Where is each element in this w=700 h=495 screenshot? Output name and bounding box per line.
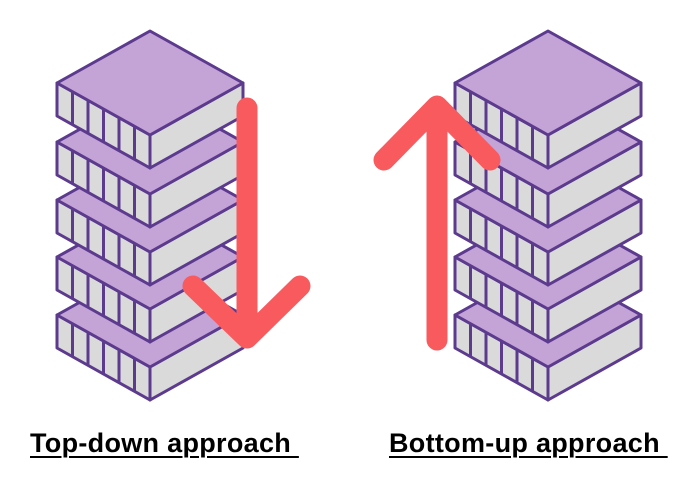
block-top-face: [453, 29, 643, 137]
top-down-caption: Top-down approach: [30, 428, 299, 458]
arrow-head: [182, 275, 311, 349]
arrows: [182, 95, 501, 351]
arrow-head: [373, 95, 501, 171]
up-arrow: [373, 95, 501, 351]
top-down-stack: [55, 29, 245, 402]
bottom-up-stack: [453, 29, 643, 402]
block-5: [55, 29, 245, 170]
block-top-face: [55, 29, 245, 137]
down-arrow: [182, 97, 311, 349]
bottom-up-caption: Bottom-up approach: [389, 428, 668, 458]
block-5: [453, 29, 643, 170]
